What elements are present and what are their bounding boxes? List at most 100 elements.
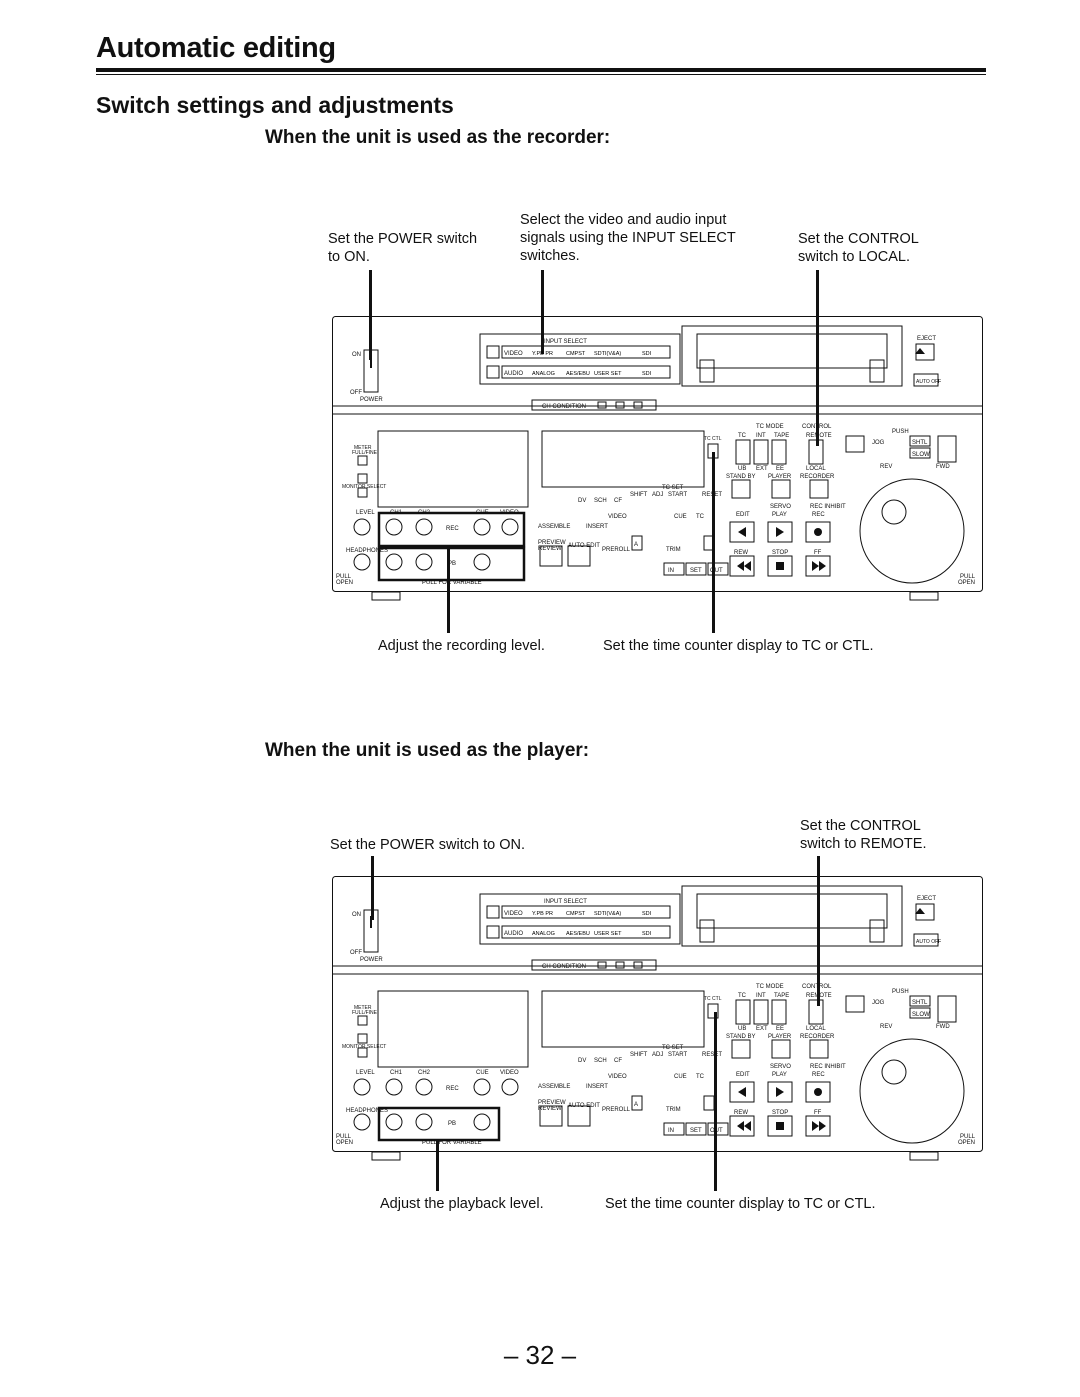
svg-text:RECORDER: RECORDER	[800, 474, 835, 480]
svg-text:OUT: OUT	[710, 568, 723, 574]
svg-text:STOP: STOP	[772, 550, 788, 556]
svg-text:EJECT: EJECT	[917, 896, 936, 902]
svg-text:PB: PB	[448, 1121, 456, 1127]
svg-text:CF: CF	[614, 1058, 622, 1064]
video-option-label: CMPST	[566, 911, 586, 917]
svg-text:VIDEO: VIDEO	[500, 1070, 519, 1076]
svg-text:TAPE: TAPE	[774, 433, 789, 439]
svg-text:PLAYER: PLAYER	[768, 474, 792, 480]
svg-text:PULL FOR VARIABLE: PULL FOR VARIABLE	[422, 580, 482, 586]
svg-text:PULL: PULL	[960, 1134, 976, 1140]
svg-text:RESET: RESET	[702, 1052, 722, 1058]
player-note-level: Adjust the playback level.	[380, 1196, 544, 1212]
stop-icon	[776, 562, 784, 570]
svg-text:ADJ: ADJ	[652, 1052, 663, 1058]
svg-text:PLAY: PLAY	[772, 512, 787, 518]
recorder-note-level: Adjust the recording level.	[378, 638, 545, 654]
rewind-icon	[737, 561, 751, 571]
svg-text:EXT: EXT	[756, 466, 768, 472]
svg-text:FWD: FWD	[936, 1024, 950, 1030]
svg-text:CUE: CUE	[674, 514, 687, 520]
title-rule-thin	[96, 74, 986, 75]
svg-text:PULL: PULL	[960, 574, 976, 580]
page-title: Automatic editing	[96, 32, 336, 64]
svg-text:PLAYER: PLAYER	[768, 1034, 792, 1040]
svg-text:CH CONDITION: CH CONDITION	[542, 404, 586, 410]
svg-text:ASSEMBLE: ASSEMBLE	[538, 524, 570, 530]
svg-text:ASSEMBLE: ASSEMBLE	[538, 1084, 570, 1090]
svg-text:TC SET: TC SET	[662, 1045, 684, 1051]
svg-text:AUTO OFF: AUTO OFF	[916, 379, 941, 385]
audio-option-label: SDI	[642, 931, 652, 937]
section-title: Switch settings and adjustments	[96, 92, 454, 118]
svg-text:JOG: JOG	[872, 1000, 885, 1006]
eject-icon	[915, 348, 925, 354]
svg-text:SLOW: SLOW	[912, 452, 930, 458]
svg-text:AUDIO: AUDIO	[504, 371, 523, 377]
svg-text:CUE: CUE	[674, 1074, 687, 1080]
svg-text:FF: FF	[814, 1110, 822, 1116]
svg-text:FULL/FINE: FULL/FINE	[352, 1010, 378, 1016]
rec-icon	[814, 528, 822, 536]
svg-text:SERVO: SERVO	[770, 504, 791, 510]
audio-option-label: SDI	[642, 371, 652, 377]
svg-text:PULL: PULL	[336, 1134, 352, 1140]
player-callout-line-control	[817, 856, 820, 1006]
svg-text:VIDEO: VIDEO	[504, 351, 523, 357]
svg-text:SHTL: SHTL	[912, 440, 928, 446]
audio-option-label: USER SET	[594, 931, 622, 937]
svg-text:LOCAL: LOCAL	[806, 466, 826, 472]
vtr-panel-recorder: INPUT SELECT VIDEO AUDIO ON OFF POWER EJ…	[332, 316, 984, 611]
svg-text:SCH: SCH	[594, 498, 607, 504]
svg-text:PB: PB	[448, 561, 456, 567]
svg-text:REVIEW: REVIEW	[538, 1106, 562, 1112]
svg-text:ON: ON	[352, 912, 361, 918]
svg-text:MONITOR SELECT: MONITOR SELECT	[342, 484, 386, 490]
svg-text:REW: REW	[734, 1110, 748, 1116]
player-note-power: Set the POWER switch to ON.	[330, 837, 525, 853]
svg-text:OPEN: OPEN	[336, 1140, 353, 1146]
svg-text:TRIM: TRIM	[666, 547, 681, 553]
callout-line-power	[369, 270, 372, 360]
svg-text:VIDEO: VIDEO	[608, 514, 627, 520]
fast-forward-icon	[812, 561, 826, 571]
svg-text:TRIM: TRIM	[666, 1107, 681, 1113]
svg-text:POWER: POWER	[360, 957, 383, 963]
player-note-counter: Set the time counter display to TC or CT…	[605, 1196, 876, 1212]
callout-line-input	[541, 270, 544, 354]
callout-line-control	[816, 270, 819, 446]
svg-text:TAPE: TAPE	[774, 993, 789, 999]
svg-text:CUE: CUE	[476, 510, 489, 516]
svg-text:FULL/FINE: FULL/FINE	[352, 450, 378, 456]
player-callout-line-counter	[714, 1012, 717, 1191]
svg-text:REC: REC	[812, 512, 825, 518]
audio-option-label: USER SET	[594, 371, 622, 377]
recorder-note-power: Set the POWER switch to ON.	[328, 231, 478, 265]
rew-icon	[738, 527, 746, 537]
svg-text:PREVIEW: PREVIEW	[538, 1100, 566, 1106]
svg-text:STAND BY: STAND BY	[726, 1034, 756, 1040]
svg-text:TC: TC	[696, 1074, 705, 1080]
svg-text:PREROLL: PREROLL	[602, 547, 631, 553]
svg-text:FF: FF	[814, 550, 822, 556]
recorder-note-control: Set the CONTROL switch to LOCAL.	[798, 231, 919, 265]
audio-option-label: AES/EBU	[566, 931, 590, 937]
svg-text:INT: INT	[756, 433, 766, 439]
svg-text:A: A	[634, 542, 638, 548]
video-option-label: Y.PB PR	[532, 351, 553, 357]
svg-text:VIDEO: VIDEO	[504, 911, 523, 917]
svg-text:HEADPHONES: HEADPHONES	[346, 548, 388, 554]
svg-text:TC CTL: TC CTL	[704, 436, 722, 442]
title-rule	[96, 68, 986, 72]
svg-text:RECORDER: RECORDER	[800, 1034, 835, 1040]
svg-text:CH1: CH1	[390, 510, 403, 516]
svg-text:EE: EE	[776, 466, 784, 472]
svg-text:START: START	[668, 492, 687, 498]
video-option-label: SDTI(V&A)	[594, 911, 621, 917]
player-note-control: Set the CONTROL switch to REMOTE.	[800, 818, 927, 852]
svg-text:SET: SET	[690, 568, 702, 574]
svg-text:REC: REC	[812, 1072, 825, 1078]
svg-text:TC MODE: TC MODE	[756, 984, 784, 990]
player-subtitle: When the unit is used as the player:	[265, 740, 590, 761]
svg-text:ON: ON	[352, 352, 361, 358]
